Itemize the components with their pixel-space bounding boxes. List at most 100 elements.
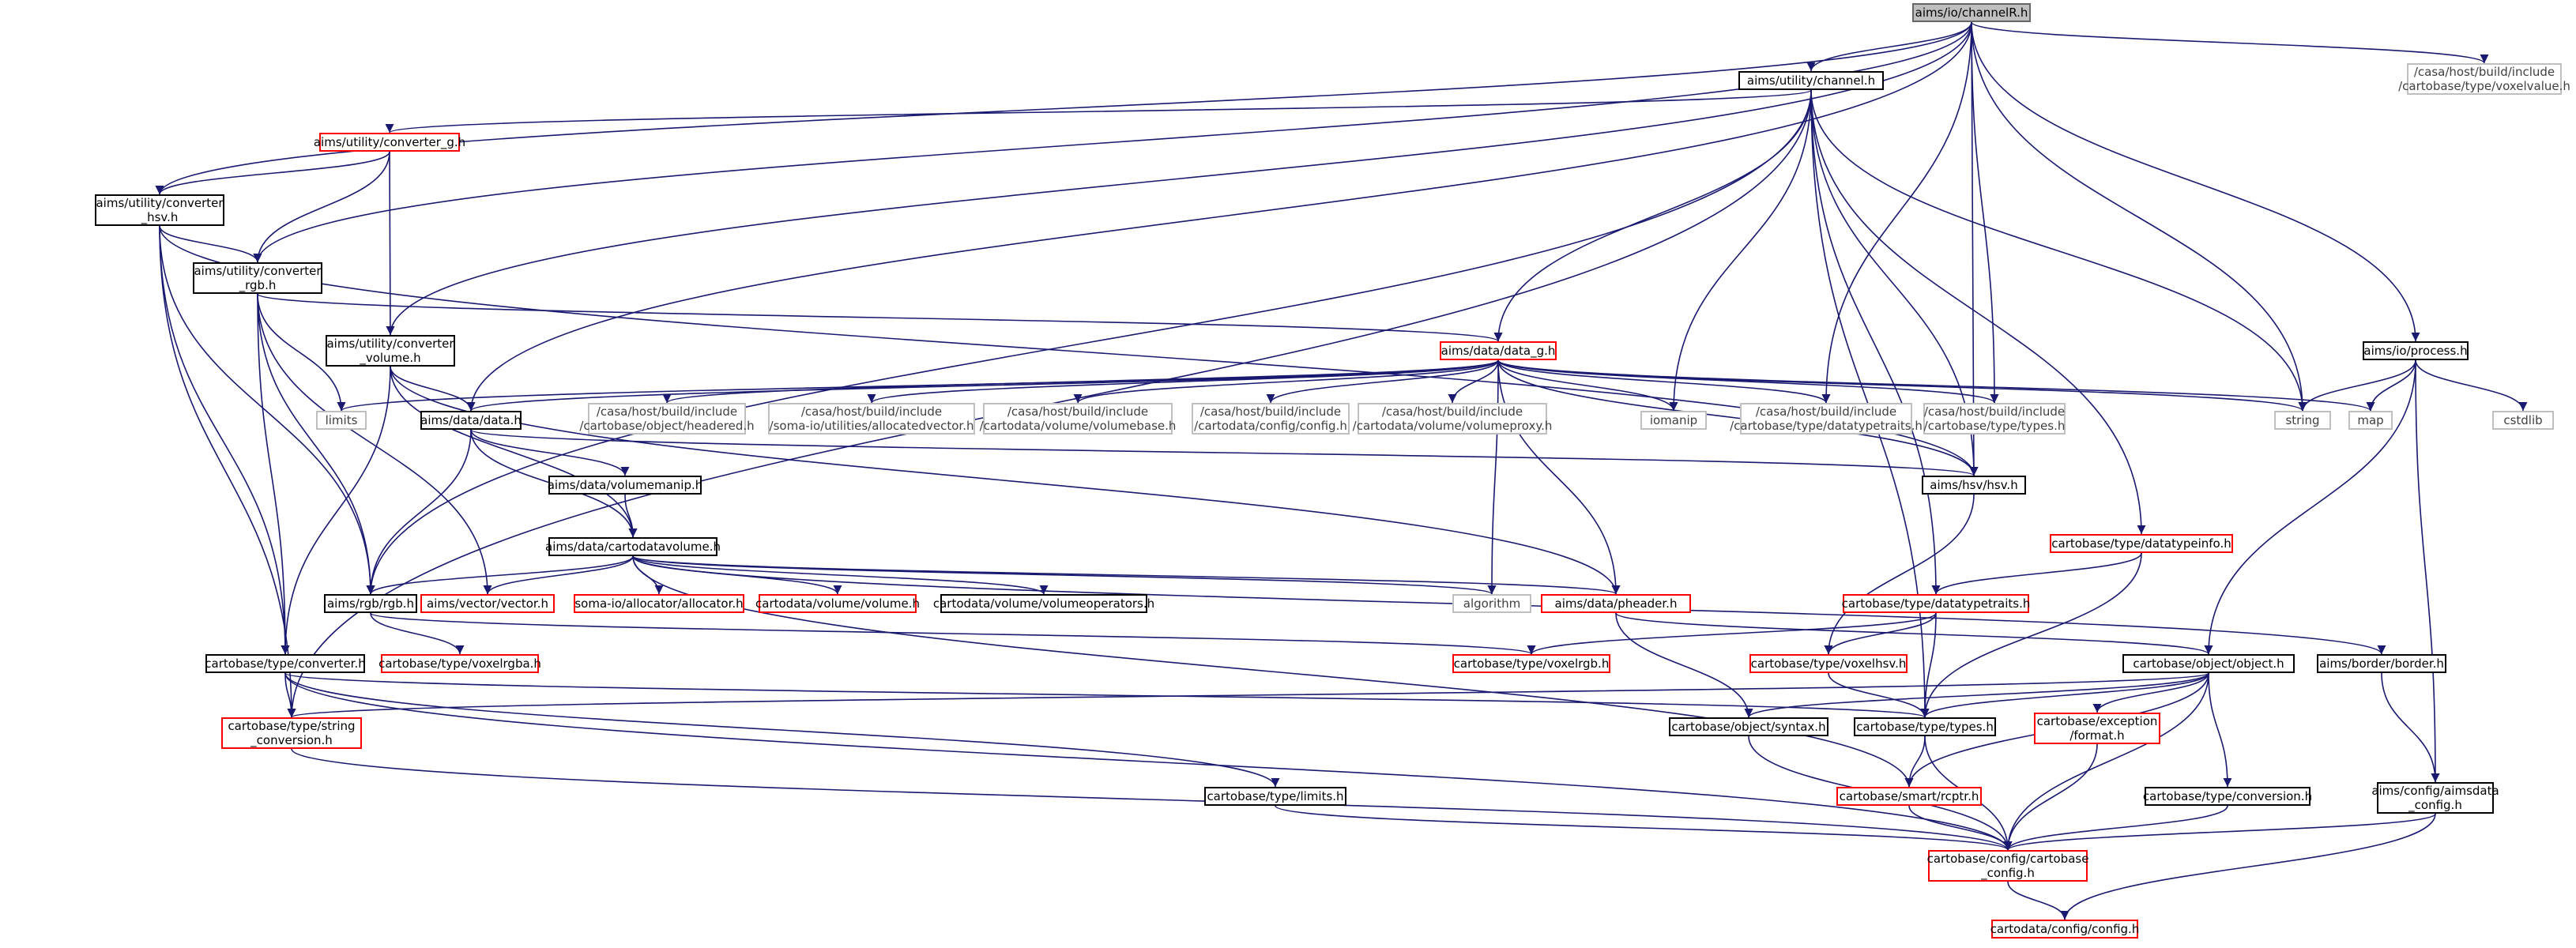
node-algorithm[interactable]: algorithm — [1452, 594, 1531, 613]
edge-channel-to-rgb — [366, 89, 1812, 595]
node-label: limits — [325, 413, 358, 427]
edge-channel-to-string — [1810, 89, 2307, 412]
edge-voxelhsv-to-types — [1828, 672, 1930, 718]
edge-data_g-to-algorithm — [1487, 359, 1499, 595]
node-syntax[interactable]: cartobase/object/syntax.h — [1669, 717, 1828, 736]
node-allocatedvector[interactable]: /casa/host/build/include/soma-io/utiliti… — [768, 403, 975, 434]
node-cartodatavolume[interactable]: aims/data/cartodatavolume.h — [545, 537, 721, 556]
node-voxelrgba[interactable]: cartobase/type/voxelrgba.h — [378, 654, 541, 673]
edge-process-to-string — [2298, 359, 2416, 412]
node-data[interactable]: aims/data/data.h — [420, 411, 522, 430]
node-label: cartobase/object/object.h — [2133, 656, 2284, 671]
node-converter_g[interactable]: aims/utility/converter_g.h — [314, 133, 465, 152]
node-voxelvalue[interactable]: /casa/host/build/include/cartobase/type/… — [2398, 63, 2570, 95]
edge-data_g-to-datatypetraits_gray — [1497, 359, 1831, 404]
node-label: /cartobase/type/types.h — [1923, 419, 2066, 433]
node-hsv[interactable]: aims/hsv/hsv.h — [1922, 476, 2026, 495]
edge-rgb-to-voxelrgba — [370, 612, 465, 655]
node-volumeproxy[interactable]: /casa/host/build/include/cartodata/volum… — [1353, 403, 1552, 434]
node-label: /cartobase/type/voxelvalue.h — [2398, 79, 2570, 93]
node-channel[interactable]: aims/utility/channel.h — [1738, 71, 1884, 90]
node-data_g[interactable]: aims/data/data_g.h — [1440, 341, 1557, 360]
edge-object-to-cartobase_config — [2003, 672, 2209, 851]
edge-cartodatavolume-to-volumeoperators — [632, 555, 1049, 595]
node-label: aims/io/process.h — [2363, 344, 2468, 358]
edge-data-to-rgb — [366, 429, 472, 595]
node-channelR[interactable]: aims/io/channelR.h — [1912, 3, 2031, 22]
node-label: _conversion.h — [250, 733, 333, 747]
edge-converter_hsv-to-converter_rgb — [159, 225, 262, 263]
node-exception_format[interactable]: cartobase/exception/format.h — [2034, 713, 2160, 744]
node-voxelhsv[interactable]: cartobase/type/voxelhsv.h — [1749, 654, 1908, 673]
node-cartodata_config_h[interactable]: cartodata/config/config.h — [1990, 920, 2140, 939]
node-map[interactable]: map — [2348, 411, 2393, 430]
node-types[interactable]: cartobase/type/types.h — [1854, 717, 1996, 736]
node-volume[interactable]: cartodata/volume/volume.h — [755, 594, 920, 613]
edge-datatypeinfo-to-datatypetraits — [1931, 552, 2142, 595]
node-cstdlib[interactable]: cstdlib — [2492, 411, 2554, 430]
node-string[interactable]: string — [2274, 411, 2331, 430]
edge-object-to-conversion — [2208, 672, 2232, 788]
node-datatypetraits_gray[interactable]: /casa/host/build/include/cartobase/type/… — [1730, 403, 1923, 434]
edge-conversion-to-cartobase_config — [2003, 805, 2228, 851]
node-label: /casa/host/build/include — [1007, 404, 1149, 419]
node-converter_hsv[interactable]: aims/utility/converter_hsv.h — [95, 194, 224, 226]
node-border[interactable]: aims/border/border.h — [2317, 654, 2446, 673]
node-voxelrgb[interactable]: cartobase/type/voxelrgb.h — [1452, 654, 1610, 673]
edge-object-to-string_conversion — [288, 672, 2209, 718]
node-volumeoperators[interactable]: cartodata/volume/volumeoperators.h — [933, 594, 1154, 613]
node-label: aims/data/data.h — [420, 413, 522, 427]
edge-channelR-to-channel — [1806, 21, 1972, 72]
node-label: /casa/host/build/include — [1923, 404, 2066, 419]
node-converter[interactable]: cartobase/type/converter.h — [205, 654, 366, 673]
node-label: cartobase/exception — [2036, 714, 2158, 728]
edge-aimsdata_config-to-cartobase_config — [2003, 813, 2436, 851]
node-rgb[interactable]: aims/rgb/rgb.h — [324, 594, 417, 613]
edge-channelR-to-datatypetraits_gray — [1821, 21, 1972, 404]
node-label: aims/config/aimsdata — [2371, 784, 2499, 798]
node-allocator[interactable]: soma-io/allocator/allocator.h — [574, 594, 744, 613]
node-label: /format.h — [2069, 728, 2125, 743]
node-datatypetraits[interactable]: cartobase/type/datatypetraits.h — [1841, 594, 2031, 613]
node-label: /casa/host/build/include — [2413, 65, 2555, 79]
edge-datatypetraits-to-types — [1920, 612, 1937, 718]
node-label: cartobase/type/voxelrgba.h — [378, 656, 541, 671]
node-label: cartodata/config/config.h — [1990, 922, 2140, 936]
edge-converter_hsv-to-converter — [159, 225, 290, 655]
edge-exception_format-to-cartobase_config — [2003, 743, 2098, 851]
edge-data_g-to-hsv — [1497, 359, 1979, 476]
node-types_gray[interactable]: /casa/host/build/include/cartobase/type/… — [1923, 403, 2066, 434]
edge-data_g-to-iomanip — [1497, 359, 1678, 412]
edge-datatypeinfo-to-types — [1920, 552, 2142, 718]
node-process[interactable]: aims/io/process.h — [2363, 341, 2469, 360]
node-headered[interactable]: /casa/host/build/include/cartobase/objec… — [579, 403, 755, 434]
node-pheader[interactable]: aims/data/pheader.h — [1541, 594, 1691, 613]
node-label: /cartobase/type/datatypetraits.h — [1730, 419, 1923, 433]
edge-channelR-to-voxelvalue — [1971, 21, 2489, 64]
edge-converter_rgb-to-converter — [257, 293, 290, 655]
edge-channel-to-datatypeinfo — [1810, 89, 2146, 535]
node-object[interactable]: cartobase/object/object.h — [2122, 654, 2295, 673]
node-converter_volume[interactable]: aims/utility/converter_volume.h — [326, 335, 455, 367]
node-label: cartobase/type/voxelhsv.h — [1750, 656, 1907, 671]
edge-data_g-to-headered — [662, 359, 1499, 404]
node-cartobase_config[interactable]: cartobase/config/cartobase_config.h — [1927, 850, 2088, 882]
node-volumebase[interactable]: /casa/host/build/include/cartodata/volum… — [980, 403, 1176, 434]
node-type_limits[interactable]: cartobase/type/limits.h — [1204, 787, 1346, 806]
node-label: iomanip — [1649, 413, 1698, 427]
node-label: aims/utility/converter_g.h — [313, 135, 466, 149]
node-label: cartobase/type/datatypetraits.h — [1841, 596, 2031, 611]
node-rcptr[interactable]: cartobase/smart/rcptr.h — [1836, 787, 1982, 806]
node-conversion[interactable]: cartobase/type/conversion.h — [2143, 787, 2312, 806]
node-volumemanip[interactable]: aims/data/volumemanip.h — [548, 476, 702, 495]
node-converter_rgb[interactable]: aims/utility/converter_rgb.h — [193, 262, 322, 294]
node-cartodata_config[interactable]: /casa/host/build/include/cartodata/confi… — [1192, 403, 1350, 434]
node-aimsdata_config[interactable]: aims/config/aimsdata_config.h — [2371, 782, 2499, 814]
node-vector[interactable]: aims/vector/vector.h — [420, 594, 555, 613]
node-limits[interactable]: limits — [316, 411, 367, 430]
node-label: string — [2285, 413, 2320, 427]
node-string_conversion[interactable]: cartobase/type/string_conversion.h — [221, 717, 362, 749]
node-iomanip[interactable]: iomanip — [1640, 411, 1707, 430]
node-datatypeinfo[interactable]: cartobase/type/datatypeinfo.h — [2050, 534, 2233, 553]
